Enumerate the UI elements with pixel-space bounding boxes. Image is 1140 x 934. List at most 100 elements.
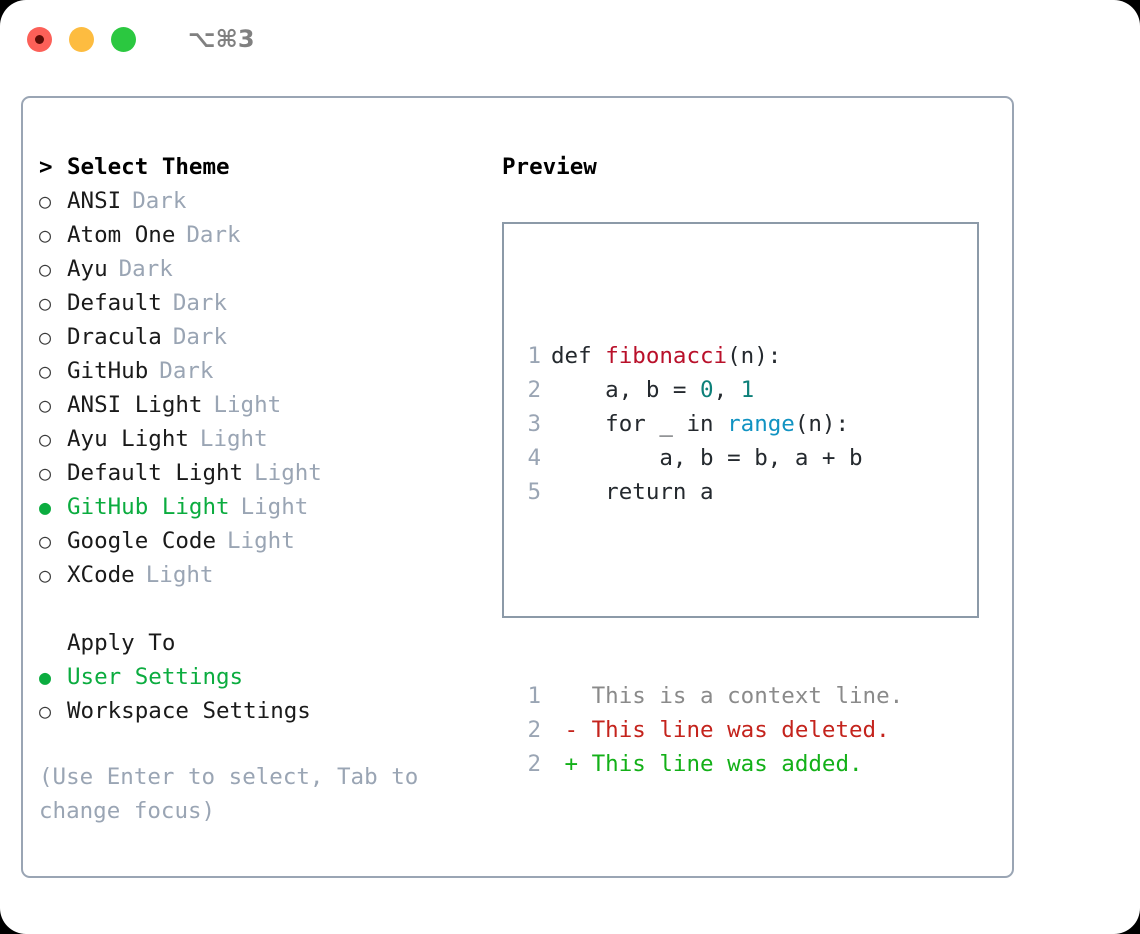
radio-unselected-icon: ○ (39, 563, 52, 587)
theme-variant-tag: Light (240, 494, 309, 520)
theme-variant-tag: Dark (132, 188, 187, 214)
apply-to-option-label: User Settings (67, 664, 244, 690)
line-number: 2 (527, 751, 541, 777)
code-token-call: range (727, 411, 795, 437)
code-line-text: a, b = 0, 1 (551, 373, 754, 407)
theme-option-label: Ayu (67, 256, 108, 282)
theme-variant-tag: Light (199, 426, 268, 452)
keyboard-hint: (Use Enter to select, Tab to change focu… (39, 764, 432, 824)
select-theme-header: > Select Theme (39, 150, 479, 184)
caret-icon: > (39, 154, 53, 180)
radio-unselected-icon: ○ (39, 427, 52, 451)
theme-option-github-light[interactable]: ● GitHub Light Light (39, 490, 479, 524)
theme-variant-tag: Dark (159, 358, 214, 384)
title-bar: ⌥⌘3 (0, 0, 1140, 78)
spacer (39, 592, 479, 626)
keyboard-shortcut-label: ⌥⌘3 (188, 25, 255, 53)
apply-to-header: Apply To (39, 626, 479, 660)
preview-title: Preview (502, 154, 597, 180)
theme-option-label: GitHub (67, 358, 149, 384)
code-diff-spacer (515, 577, 903, 611)
theme-option-label: Atom One (67, 222, 176, 248)
theme-option-ansi[interactable]: ○ ANSI Dark (39, 184, 479, 218)
code-token-plain: a, b = b, a + b (551, 445, 863, 471)
apply-to-list: ● User Settings ○ Workspace Settings (39, 660, 479, 728)
apply-to-option-user-settings[interactable]: ● User Settings (39, 660, 479, 694)
code-token-plain: def (551, 343, 606, 369)
radio-unselected-icon: ○ (39, 699, 52, 723)
radio-selected-icon: ● (39, 495, 52, 519)
radio-unselected-icon: ○ (39, 291, 52, 315)
diff-line-text-context: This is a context line. (551, 683, 904, 709)
theme-variant-tag: Dark (118, 256, 173, 282)
theme-option-label: GitHub Light (67, 494, 230, 520)
theme-option-label: Google Code (67, 528, 217, 554)
radio-unselected-icon: ○ (39, 223, 52, 247)
code-line: 3 for _ in range(n): (515, 407, 903, 441)
line-number: 1 (527, 343, 541, 369)
radio-unselected-icon: ○ (39, 189, 52, 213)
code-token-plain: for _ in (551, 411, 728, 437)
code-line: 1 def fibonacci(n): (515, 339, 903, 373)
zoom-button[interactable] (111, 26, 136, 52)
line-number: 4 (527, 445, 541, 471)
line-number: 3 (527, 411, 541, 437)
code-line: 5 return a (515, 475, 903, 509)
theme-option-github[interactable]: ○ GitHub Dark (39, 354, 479, 388)
theme-option-default[interactable]: ○ Default Dark (39, 286, 479, 320)
theme-option-label: ANSI (67, 188, 122, 214)
code-line-text: return a (551, 475, 713, 509)
minimize-button[interactable] (69, 26, 94, 52)
code-line: 2 a, b = 0, 1 (515, 373, 903, 407)
theme-option-label: Ayu Light (67, 426, 189, 452)
apply-to-title: Apply To (67, 630, 176, 656)
code-token-plain: , (713, 377, 741, 403)
radio-selected-icon: ● (39, 665, 52, 689)
apply-to-option-workspace-settings[interactable]: ○ Workspace Settings (39, 694, 479, 728)
code-token-plain: (n): (727, 343, 782, 369)
theme-variant-tag: Light (213, 392, 282, 418)
diff-line: 2 + This line was added. (515, 747, 903, 781)
radio-unselected-icon: ○ (39, 359, 52, 383)
theme-variant-tag: Dark (172, 290, 228, 316)
window-controls (27, 26, 136, 52)
radio-unselected-icon: ○ (39, 257, 52, 281)
diff-line: 1 This is a context line. (515, 679, 903, 713)
line-number: 2 (527, 717, 541, 743)
close-button[interactable] (27, 26, 52, 52)
code-token-plain: (n): (794, 411, 850, 437)
radio-unselected-icon: ○ (39, 393, 52, 417)
diff-line-text-add: + This line was added. (551, 751, 863, 777)
apply-to-option-label: Workspace Settings (67, 698, 311, 724)
code-line-text: for _ in range(n): (551, 407, 849, 441)
line-number: 2 (527, 377, 541, 403)
line-number: 1 (527, 683, 541, 709)
theme-variant-tag: Light (145, 562, 214, 588)
theme-option-label: ANSI Light (67, 392, 203, 418)
code-token-num: 0 (700, 377, 714, 403)
apply-to-marker-placeholder (39, 626, 67, 660)
theme-variant-tag: Dark (186, 222, 241, 248)
theme-option-ayu[interactable]: ○ Ayu Dark (39, 252, 479, 286)
radio-unselected-icon: ○ (39, 529, 52, 553)
code-line-text: a, b = b, a + b (551, 441, 863, 475)
code-line-text: def fibonacci(n): (551, 339, 781, 373)
theme-option-ayu-light[interactable]: ○ Ayu Light Light (39, 422, 479, 456)
theme-option-atom-one[interactable]: ○ Atom One Dark (39, 218, 479, 252)
code-token-num: 1 (740, 377, 755, 403)
theme-option-label: Default (67, 290, 162, 316)
theme-variant-tag: Dark (172, 324, 228, 350)
theme-option-ansi-light[interactable]: ○ ANSI Light Light (39, 388, 479, 422)
diff-line-text-del: - This line was deleted. (551, 717, 890, 743)
